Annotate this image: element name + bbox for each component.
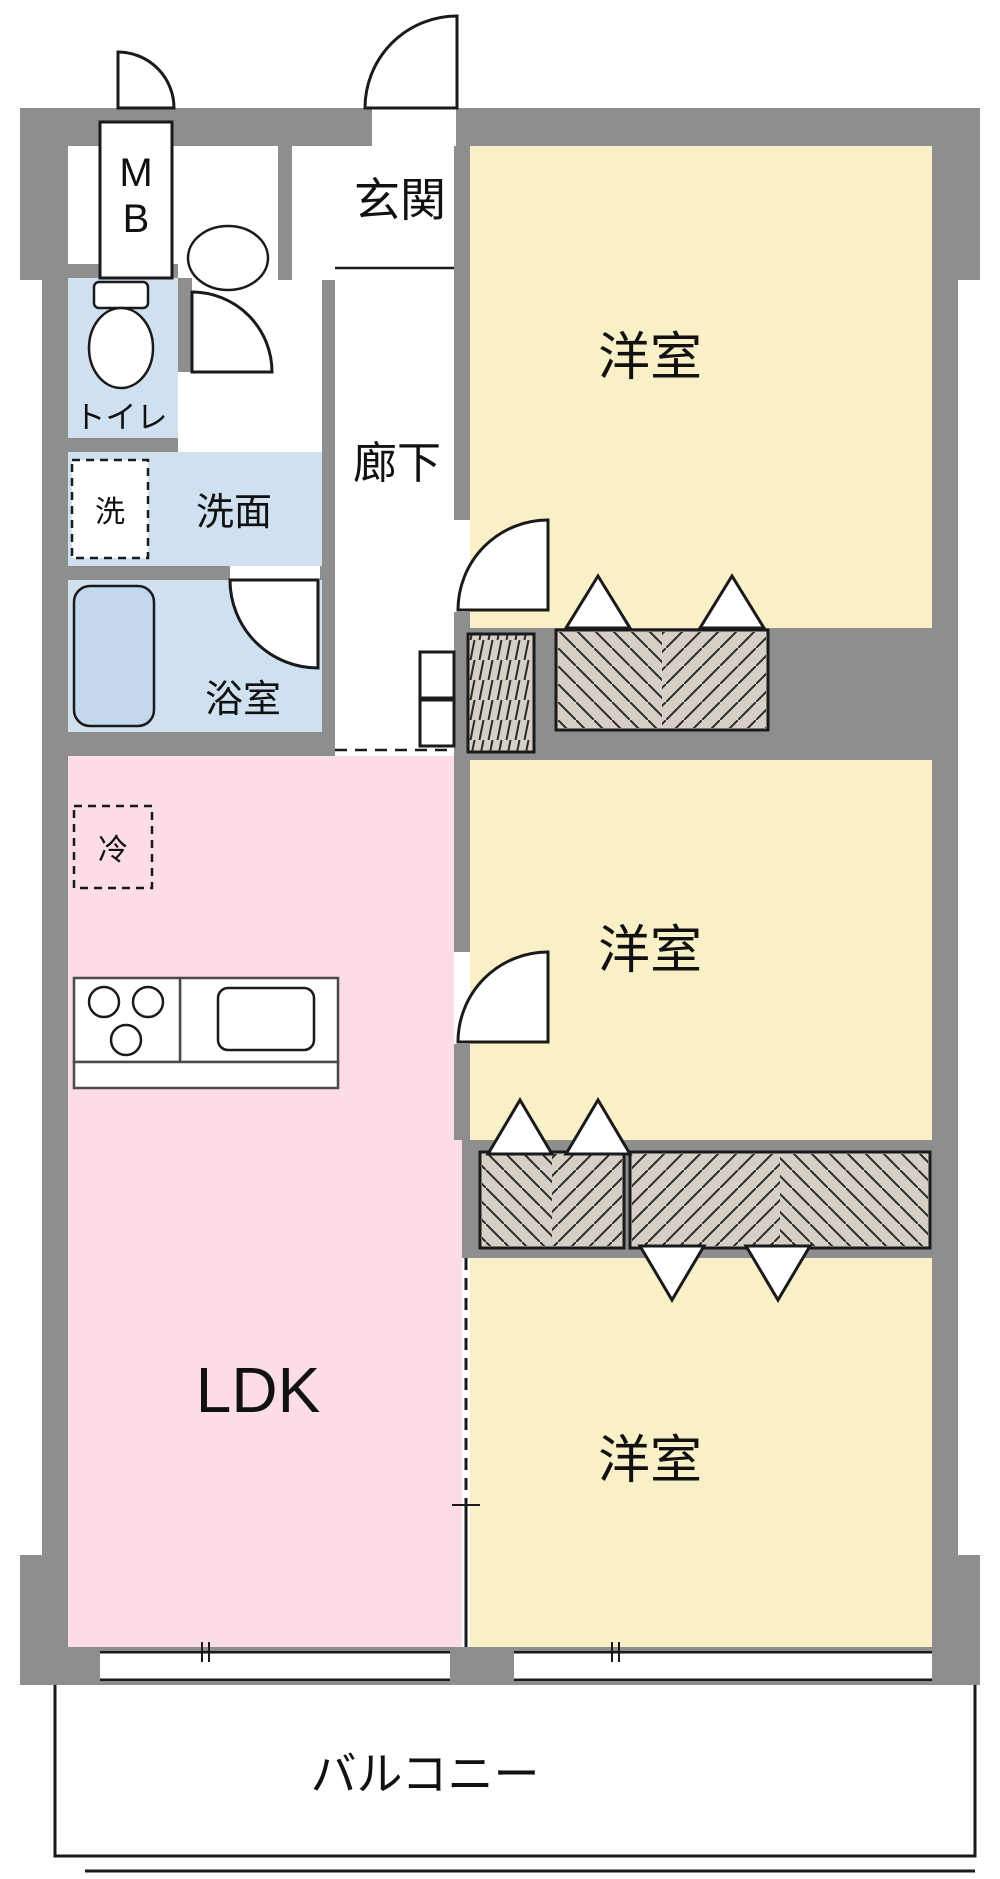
- closet-middle-room-hatch-left: [482, 1154, 552, 1246]
- room-bedroom-middle: [470, 760, 932, 1140]
- wall-genkan-divider: [278, 146, 292, 280]
- label-bedroom-bottom: 洋室: [598, 1432, 702, 1490]
- door-arc-bedroom-top: [456, 518, 550, 612]
- washer-space-icon: [70, 458, 150, 560]
- folding-door-triangle: [563, 573, 633, 630]
- door-bifold-hall-leaf-1: [418, 650, 456, 700]
- door-arc-toilet: [190, 290, 274, 374]
- opening-toilet-door: [178, 372, 192, 450]
- folding-door-triangle: [637, 1244, 707, 1303]
- label-bedroom-middle: 洋室: [598, 922, 702, 980]
- wall-right-middle: [932, 280, 958, 1555]
- meter-box-label-b: B: [123, 197, 150, 241]
- folding-door-symbols: [485, 573, 813, 1303]
- wash-basin-icon: [186, 224, 270, 292]
- fixtures: [70, 224, 340, 1090]
- closet-top-room-hatch-left: [558, 632, 662, 728]
- label-ldk: LDK: [196, 1354, 321, 1426]
- door-arc-bedroom-middle: [456, 950, 550, 1044]
- burner-icon: [109, 1023, 143, 1057]
- toilet-tank-icon: [92, 280, 150, 310]
- detail-lines: [335, 266, 480, 1647]
- label-bathroom: 浴室: [205, 679, 281, 721]
- wall-left-top: [20, 108, 68, 280]
- label-fridge: 冷: [98, 834, 128, 867]
- balcony-outline: [53, 1685, 977, 1858]
- closet-middle-room-hatch-right: [552, 1154, 622, 1246]
- wall-hall-bedroom-middle: [454, 760, 470, 1140]
- folding-door-triangle: [563, 1097, 633, 1156]
- windows: [100, 1642, 932, 1682]
- room-fills: [68, 146, 932, 1647]
- opening-bathroom-door: [230, 566, 320, 580]
- wall-left-middle: [42, 280, 68, 1555]
- door-arc-entrance: [363, 14, 459, 110]
- room-ldk: [68, 756, 462, 1647]
- kitchen-counter-front: [72, 1060, 340, 1090]
- label-entrance: 玄関: [354, 174, 446, 226]
- window-ldk: [100, 1650, 450, 1682]
- wall-top: [20, 108, 980, 146]
- label-washroom: 洗面: [196, 492, 272, 534]
- room-hallway: [292, 146, 454, 756]
- closet-top-room-hatch-right: [662, 632, 766, 728]
- door-bifold-hall-leaf-2: [418, 698, 456, 748]
- meter-box-label-m: M: [119, 151, 152, 195]
- closets: [466, 628, 932, 1250]
- burner-icon: [131, 985, 165, 1019]
- doors: [116, 14, 550, 1044]
- wall-hallway-left: [322, 280, 335, 744]
- toilet-bowl-icon: [87, 306, 155, 390]
- wall-right-top: [932, 108, 980, 280]
- label-hallway: 廊下: [353, 439, 441, 488]
- closet-bottom-room-hatch-right: [780, 1154, 928, 1246]
- opening-entrance: [372, 108, 456, 146]
- window-bedroom-bottom: [514, 1650, 932, 1682]
- folding-door-triangle: [485, 1097, 555, 1156]
- wall-bathroom-ldk: [68, 732, 335, 756]
- burner-icon: [87, 985, 121, 1019]
- fridge-space-icon: [72, 804, 154, 890]
- folding-door-triangle: [743, 1244, 813, 1303]
- label-bedroom-top: 洋室: [598, 329, 702, 387]
- closet-bottom-room-hatch-left: [632, 1154, 780, 1246]
- room-bedroom-bottom: [470, 1258, 932, 1647]
- label-balcony: バルコニー: [310, 1748, 539, 1800]
- door-arc-meter-box: [116, 50, 176, 110]
- label-toilet: トイレ: [75, 400, 168, 435]
- wall-hall-bedroom-top: [454, 146, 470, 628]
- labels: 玄関 洋室 トイレ 洗 洗面 廊下 浴室 洋室 冷 LDK 洋室 バルコニー: [75, 174, 703, 1800]
- bathtub-icon: [72, 584, 156, 728]
- balcony: [53, 1685, 977, 1873]
- door-arc-bathroom: [228, 578, 320, 670]
- wall-openings: [178, 108, 470, 1044]
- closet-hall-storage-hatch: [469, 635, 533, 751]
- wall-toilet-washroom: [68, 438, 178, 452]
- label-laundry: 洗: [95, 496, 125, 529]
- folding-door-triangle: [697, 573, 767, 630]
- meter-box: [98, 120, 174, 280]
- sink-icon: [216, 986, 316, 1052]
